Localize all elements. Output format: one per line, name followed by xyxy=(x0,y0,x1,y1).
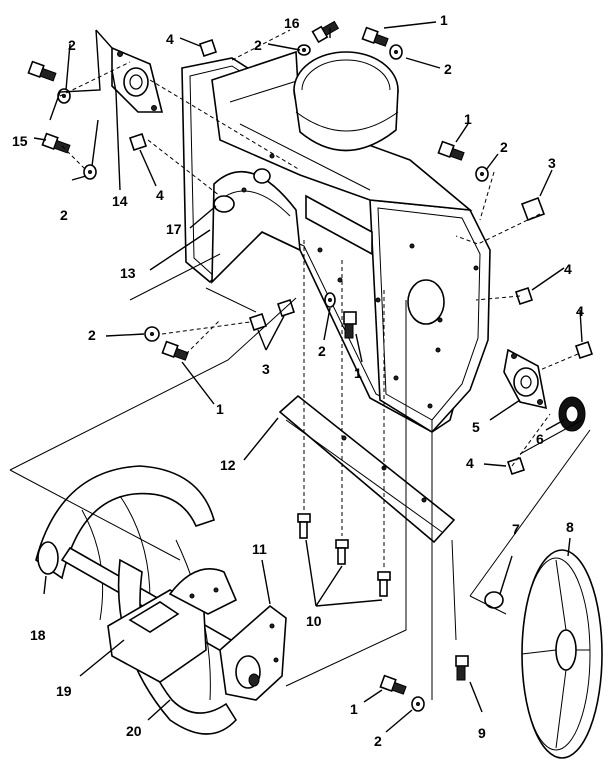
callout-1: 1 xyxy=(350,701,358,717)
callout-3: 3 xyxy=(262,361,270,377)
callout-1: 1 xyxy=(354,365,362,381)
skid-bar-12 xyxy=(278,394,456,544)
callout-2: 2 xyxy=(60,207,68,223)
spacer-7 xyxy=(484,591,504,609)
auger-assembly xyxy=(35,465,287,735)
callout-1: 1 xyxy=(464,111,472,127)
callout-2: 2 xyxy=(88,327,96,343)
callout-8: 8 xyxy=(566,519,574,535)
callout-2: 2 xyxy=(254,37,262,53)
callout-3: 3 xyxy=(548,155,556,171)
callout-6: 6 xyxy=(536,431,544,447)
callout-2: 2 xyxy=(444,61,452,77)
callout-2: 2 xyxy=(374,733,382,749)
callout-2: 2 xyxy=(318,343,326,359)
bracket-5 xyxy=(503,348,548,410)
callout-labels: 16 1 4 2 2 2 15 14 2 4 1 2 3 17 13 4 4 2… xyxy=(12,12,584,749)
bracket-14 xyxy=(111,46,164,113)
callout-13: 13 xyxy=(120,265,136,281)
callout-11: 11 xyxy=(252,541,267,557)
callout-12: 12 xyxy=(220,457,236,473)
callout-4: 4 xyxy=(166,31,174,47)
callout-19: 19 xyxy=(56,683,72,699)
auger-housing xyxy=(181,50,491,434)
callout-15: 15 xyxy=(12,133,28,149)
callout-17: 17 xyxy=(166,221,182,237)
callout-10: 10 xyxy=(306,613,322,629)
callout-4: 4 xyxy=(156,187,164,203)
callout-20: 20 xyxy=(126,723,142,739)
callout-9: 9 xyxy=(478,725,486,741)
pulley-8 xyxy=(521,549,603,759)
callout-14: 14 xyxy=(112,193,128,209)
callout-1: 1 xyxy=(216,401,224,417)
callout-4: 4 xyxy=(564,261,572,277)
callout-1: 1 xyxy=(440,12,448,28)
hardware xyxy=(27,20,594,712)
hidden-lines xyxy=(59,29,579,570)
callout-18: 18 xyxy=(30,627,46,643)
callout-7: 7 xyxy=(512,521,520,537)
leader-lines xyxy=(9,21,591,733)
callout-2: 2 xyxy=(500,139,508,155)
callout-2: 2 xyxy=(68,37,76,53)
bearing-6 xyxy=(558,396,586,432)
callout-5: 5 xyxy=(472,419,480,435)
callout-4: 4 xyxy=(466,455,474,471)
callout-4: 4 xyxy=(576,303,584,319)
callout-16: 16 xyxy=(284,15,300,31)
